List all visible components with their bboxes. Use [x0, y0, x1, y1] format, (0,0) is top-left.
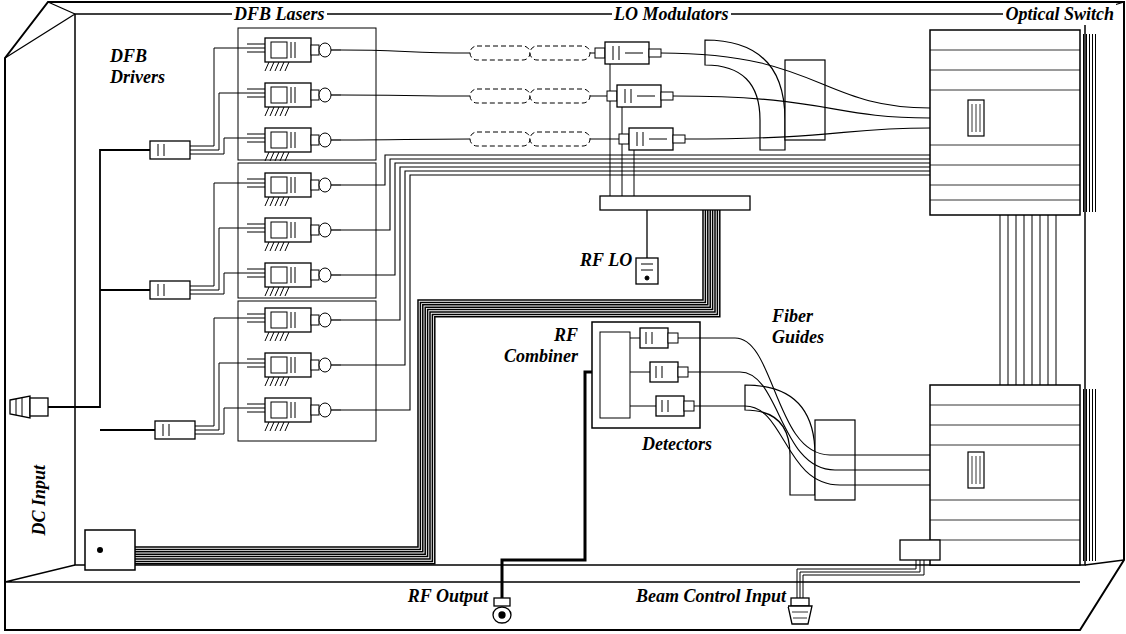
housing-floor [75, 14, 1085, 565]
optical-switch-upper [930, 30, 1096, 215]
lo-fibers [341, 50, 619, 140]
callout-label: DFB Drivers [108, 46, 167, 87]
callout-label: RF LO [578, 250, 634, 271]
fiber-coils [470, 46, 590, 146]
housing [5, 2, 1124, 630]
dc-wire [48, 150, 155, 430]
callout-label: DFB Lasers [232, 4, 327, 25]
switch-interconnect [1000, 215, 1056, 385]
callout-label: DC Input [29, 463, 50, 538]
callout-label: Beam Control Input [634, 586, 788, 607]
dfb-lasers [247, 38, 341, 431]
driver-boxes [150, 141, 195, 439]
callout-label: LO Modulators [612, 4, 731, 25]
cable-bundle [135, 210, 720, 564]
optical-switch-lower [930, 385, 1096, 565]
lower-fiber-guides [745, 385, 855, 500]
rf-lo-wire [646, 210, 647, 258]
callout-label: Fiber Guides [770, 306, 826, 347]
power-box [85, 530, 135, 570]
detectors [640, 328, 694, 416]
beam-control-connector [788, 598, 812, 624]
lo-modulators [595, 42, 685, 150]
laser-plates [238, 28, 376, 441]
beam-control-wires [797, 560, 924, 598]
rf-lo-box [636, 258, 658, 284]
power-box-dot [97, 547, 103, 553]
driver-wires [190, 48, 247, 434]
housing-edges [5, 2, 1124, 582]
callout-label: Detectors [640, 434, 714, 455]
housing-outline [5, 2, 1124, 630]
modulator-output-fibers [661, 53, 930, 139]
detector-fibers [678, 338, 930, 485]
dc-connector [10, 396, 48, 418]
modulator-bar [600, 196, 750, 210]
callout-label: Optical Switch [1003, 4, 1116, 25]
beam-control-block [900, 540, 940, 560]
callout-label: RF Output [406, 586, 490, 607]
callout-label: RF Combiner [502, 325, 580, 366]
rf-output-cable [502, 372, 592, 598]
rf-output-connector [493, 598, 511, 623]
